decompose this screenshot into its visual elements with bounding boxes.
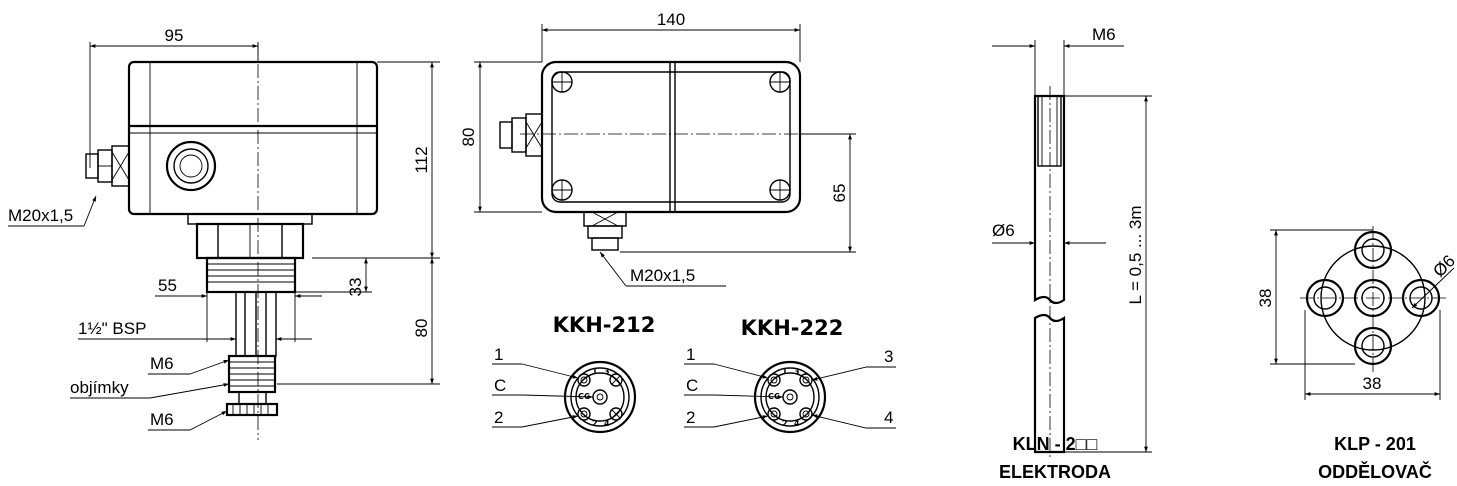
top-label-gland: M20x1,5	[630, 266, 695, 285]
dim-112: 112	[412, 146, 431, 173]
bsp-thread	[205, 256, 297, 294]
kkh-222-title: KKH-222	[741, 316, 844, 340]
electrode-diameter: Ø6	[992, 221, 1015, 240]
kkh-212-pin-2: 2	[494, 408, 503, 427]
svg-text:1: 1	[592, 367, 598, 376]
screws	[551, 71, 791, 201]
electrode-kln: M6 Ø6 L = 0,5 ... 3m KLN - 2□□ ELEKTRODA	[992, 25, 1152, 482]
side-cable-gland	[85, 145, 130, 187]
svg-text:4: 4	[794, 419, 800, 428]
svg-text:3: 3	[794, 367, 800, 376]
kkh-212-pin-c: C	[494, 376, 506, 395]
side-view: 95 112 33 80 55 M20x1,5 1½" BSP M6	[8, 26, 440, 440]
connector-kkh-222: KKH-222 1 3 C C 2 4 1 C 2 3 4	[684, 316, 896, 434]
svg-text:2: 2	[592, 419, 598, 428]
top-view: 140 80 65 M20x1,5	[459, 10, 856, 287]
label-m6-top: M6	[150, 354, 174, 373]
dim-80-top: 80	[459, 128, 478, 147]
connector-kkh-212: KKH-212 1 3 C C 2 4 1 C 2	[492, 313, 656, 434]
separator-caption-name: ODDĚLOVAČ	[1318, 461, 1432, 482]
kkh-222-pin-2: 2	[686, 408, 695, 427]
label-bsp: 1½" BSP	[78, 319, 146, 338]
dim-55: 55	[158, 276, 177, 295]
separator-klp: 38 38 Ø6 KLP - 201 ODDĚLOVAČ	[1256, 226, 1457, 482]
dim-80-side: 80	[412, 319, 431, 338]
svg-text:3: 3	[604, 367, 610, 376]
side-label-gland: M20x1,5	[8, 206, 73, 225]
separator-caption-code: KLP - 201	[1334, 434, 1416, 454]
electrode-thread: M6	[1092, 25, 1116, 44]
electrode-length: L = 0,5 ... 3m	[1126, 205, 1145, 304]
dim-95: 95	[165, 26, 184, 45]
top-left-gland	[499, 113, 543, 157]
label-sleeves: objímky	[70, 378, 129, 397]
housing-body	[127, 60, 379, 216]
top-housing	[540, 60, 802, 214]
kkh-222-pin-c: C	[686, 376, 698, 395]
svg-text:4: 4	[604, 419, 610, 428]
sleeves	[225, 354, 279, 417]
label-m6-bottom: M6	[150, 410, 174, 429]
separator-width: 38	[1363, 374, 1382, 393]
separator-diameter: Ø6	[1429, 251, 1457, 280]
separator-height: 38	[1256, 289, 1275, 308]
kkh-212-pin-1: 1	[494, 345, 503, 364]
dim-65: 65	[830, 184, 849, 203]
electrode-caption-name: ELEKTRODA	[999, 462, 1111, 482]
top-bottom-gland	[583, 211, 627, 251]
electrode-caption-code: KLN - 2□□	[1013, 434, 1098, 454]
dim-140: 140	[657, 10, 685, 29]
kkh-212-title: KKH-212	[553, 313, 656, 337]
side-gland-outer	[165, 140, 217, 192]
svg-text:1: 1	[782, 367, 788, 376]
svg-text:2: 2	[782, 419, 788, 428]
kkh-222-pin-3: 3	[884, 347, 893, 366]
kkh-222-pin-4: 4	[884, 408, 893, 427]
electrode-rods	[235, 291, 277, 357]
dim-33: 33	[346, 278, 365, 297]
kkh-222-pin-1: 1	[686, 345, 695, 364]
